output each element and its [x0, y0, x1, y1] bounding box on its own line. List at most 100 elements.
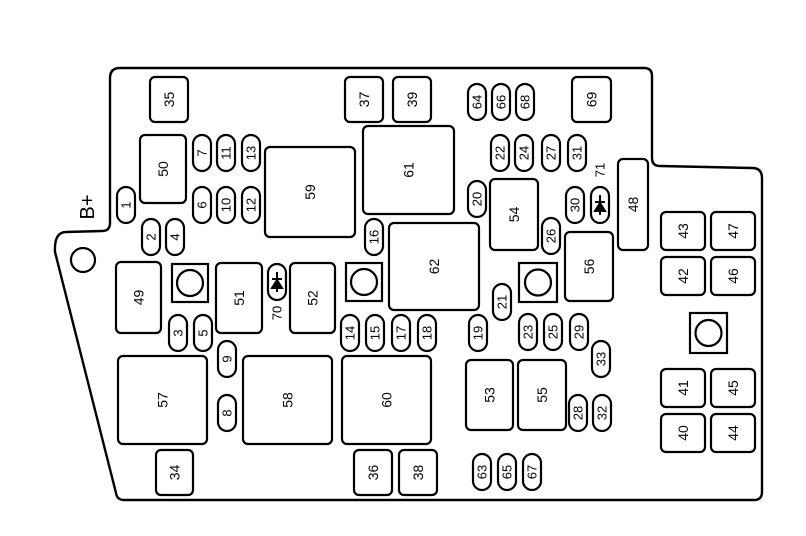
relay-43[interactable]: 43	[659, 210, 707, 252]
diode-71[interactable]: 71	[589, 163, 611, 225]
fuse-65[interactable]: 65	[496, 452, 518, 492]
fuse-11[interactable]: 11	[215, 133, 237, 173]
relay-59[interactable]: 59	[263, 145, 357, 239]
fuse-32[interactable]: 32	[591, 393, 613, 433]
relay-body	[214, 261, 264, 335]
fuse-15[interactable]: 15	[364, 313, 386, 353]
fuse-1[interactable]: 1	[115, 185, 137, 225]
relay-60[interactable]: 60	[340, 354, 433, 446]
relay-51[interactable]: 51	[214, 261, 264, 335]
fuse-21[interactable]: 21	[491, 282, 513, 322]
relay-41[interactable]: 41	[659, 367, 707, 409]
relay-49[interactable]: 49	[114, 260, 163, 335]
fuse-17[interactable]: 17	[390, 313, 412, 353]
fuse-31[interactable]: 31	[566, 133, 588, 173]
fuse-label: 22	[493, 146, 508, 160]
fuse-body	[567, 393, 589, 433]
fuse-label: 14	[343, 326, 358, 340]
relay-54[interactable]: 54	[488, 177, 540, 252]
fuse-23[interactable]: 23	[517, 312, 539, 352]
fuse-9[interactable]: 9	[216, 339, 238, 379]
fuse-27[interactable]: 27	[540, 133, 562, 173]
fuse-label: 13	[244, 146, 259, 160]
fuse-body	[517, 312, 539, 352]
fuse-label: 20	[470, 192, 485, 206]
fuse-body	[416, 313, 438, 353]
relay-35[interactable]: 35	[148, 75, 190, 124]
fuse-20[interactable]: 20	[466, 179, 488, 219]
fuse-12[interactable]: 12	[240, 185, 262, 225]
fuse-body	[540, 216, 562, 256]
relay-37[interactable]: 37	[343, 75, 385, 124]
fuse-33[interactable]: 33	[590, 339, 612, 379]
fuse-8[interactable]: 8	[216, 393, 238, 433]
fuse-66[interactable]: 66	[490, 82, 512, 122]
fuse-68[interactable]: 68	[514, 82, 536, 122]
relay-47[interactable]: 47	[709, 210, 757, 252]
fuse-19[interactable]: 19	[467, 313, 489, 353]
relay-44[interactable]: 44	[709, 412, 757, 454]
fuse-2[interactable]: 2	[140, 217, 162, 257]
relay-39[interactable]: 39	[391, 75, 433, 124]
fuse-body	[240, 185, 262, 225]
fuse-body	[491, 282, 513, 322]
fuse-67[interactable]: 67	[521, 452, 543, 492]
relay-label: 45	[725, 380, 741, 396]
relay-40[interactable]: 40	[659, 412, 707, 454]
relay-body	[709, 367, 757, 409]
fuse-22[interactable]: 22	[489, 133, 511, 173]
relay-56[interactable]: 56	[563, 230, 615, 303]
fuse-14[interactable]: 14	[339, 313, 361, 353]
fuse-10[interactable]: 10	[215, 185, 237, 225]
relay-42[interactable]: 42	[659, 255, 707, 297]
fuse-label: 31	[570, 146, 585, 160]
fuse-16[interactable]: 16	[363, 217, 385, 257]
fuse-64[interactable]: 64	[466, 82, 488, 122]
relay-61[interactable]: 61	[361, 124, 456, 216]
relay-body	[340, 354, 433, 446]
fuse-body	[215, 133, 237, 173]
fuse-6[interactable]: 6	[191, 185, 213, 225]
fuse-26[interactable]: 26	[540, 216, 562, 256]
fuse-25[interactable]: 25	[542, 312, 564, 352]
fuse-29[interactable]: 29	[568, 312, 590, 352]
relay-label: 69	[584, 92, 600, 108]
relay-52[interactable]: 52	[288, 261, 337, 335]
fuse-24[interactable]: 24	[513, 133, 535, 173]
fuse-label: 19	[471, 326, 486, 340]
relay-48[interactable]: 48	[616, 157, 650, 252]
relay-53[interactable]: 53	[464, 358, 515, 432]
fuse-label: 68	[518, 95, 533, 109]
relay-36[interactable]: 36	[352, 448, 394, 497]
relay-46[interactable]: 46	[709, 255, 757, 297]
relay-57[interactable]: 57	[116, 354, 209, 446]
fuse-3[interactable]: 3	[167, 313, 189, 353]
relay-38[interactable]: 38	[397, 448, 439, 497]
fuse-body	[513, 133, 535, 173]
diode-70[interactable]: 70	[266, 262, 288, 320]
relay-34[interactable]: 34	[154, 448, 195, 497]
fuse-28[interactable]: 28	[567, 393, 589, 433]
fuse-label: 16	[367, 230, 382, 244]
relay-50[interactable]: 50	[138, 133, 188, 205]
relay-58[interactable]: 58	[241, 354, 334, 446]
relay-body	[659, 412, 707, 454]
fuse-body	[466, 179, 488, 219]
fuse-label: 67	[525, 465, 540, 479]
fuse-18[interactable]: 18	[416, 313, 438, 353]
fuse-body	[566, 133, 588, 173]
relay-69[interactable]: 69	[570, 75, 613, 124]
fuse-5[interactable]: 5	[192, 313, 214, 353]
fuse-30[interactable]: 30	[564, 185, 586, 225]
fuse-4[interactable]: 4	[164, 217, 186, 257]
relay-body	[343, 75, 385, 124]
relay-62[interactable]: 62	[387, 221, 481, 312]
relay-body	[116, 354, 209, 446]
fuse-7[interactable]: 7	[191, 133, 213, 173]
fuse-63[interactable]: 63	[471, 452, 493, 492]
fuse-13[interactable]: 13	[240, 133, 262, 173]
relay-55[interactable]: 55	[516, 358, 568, 432]
relay-label: 49	[131, 290, 147, 306]
relay-45[interactable]: 45	[709, 367, 757, 409]
relay-label: 48	[625, 197, 641, 213]
